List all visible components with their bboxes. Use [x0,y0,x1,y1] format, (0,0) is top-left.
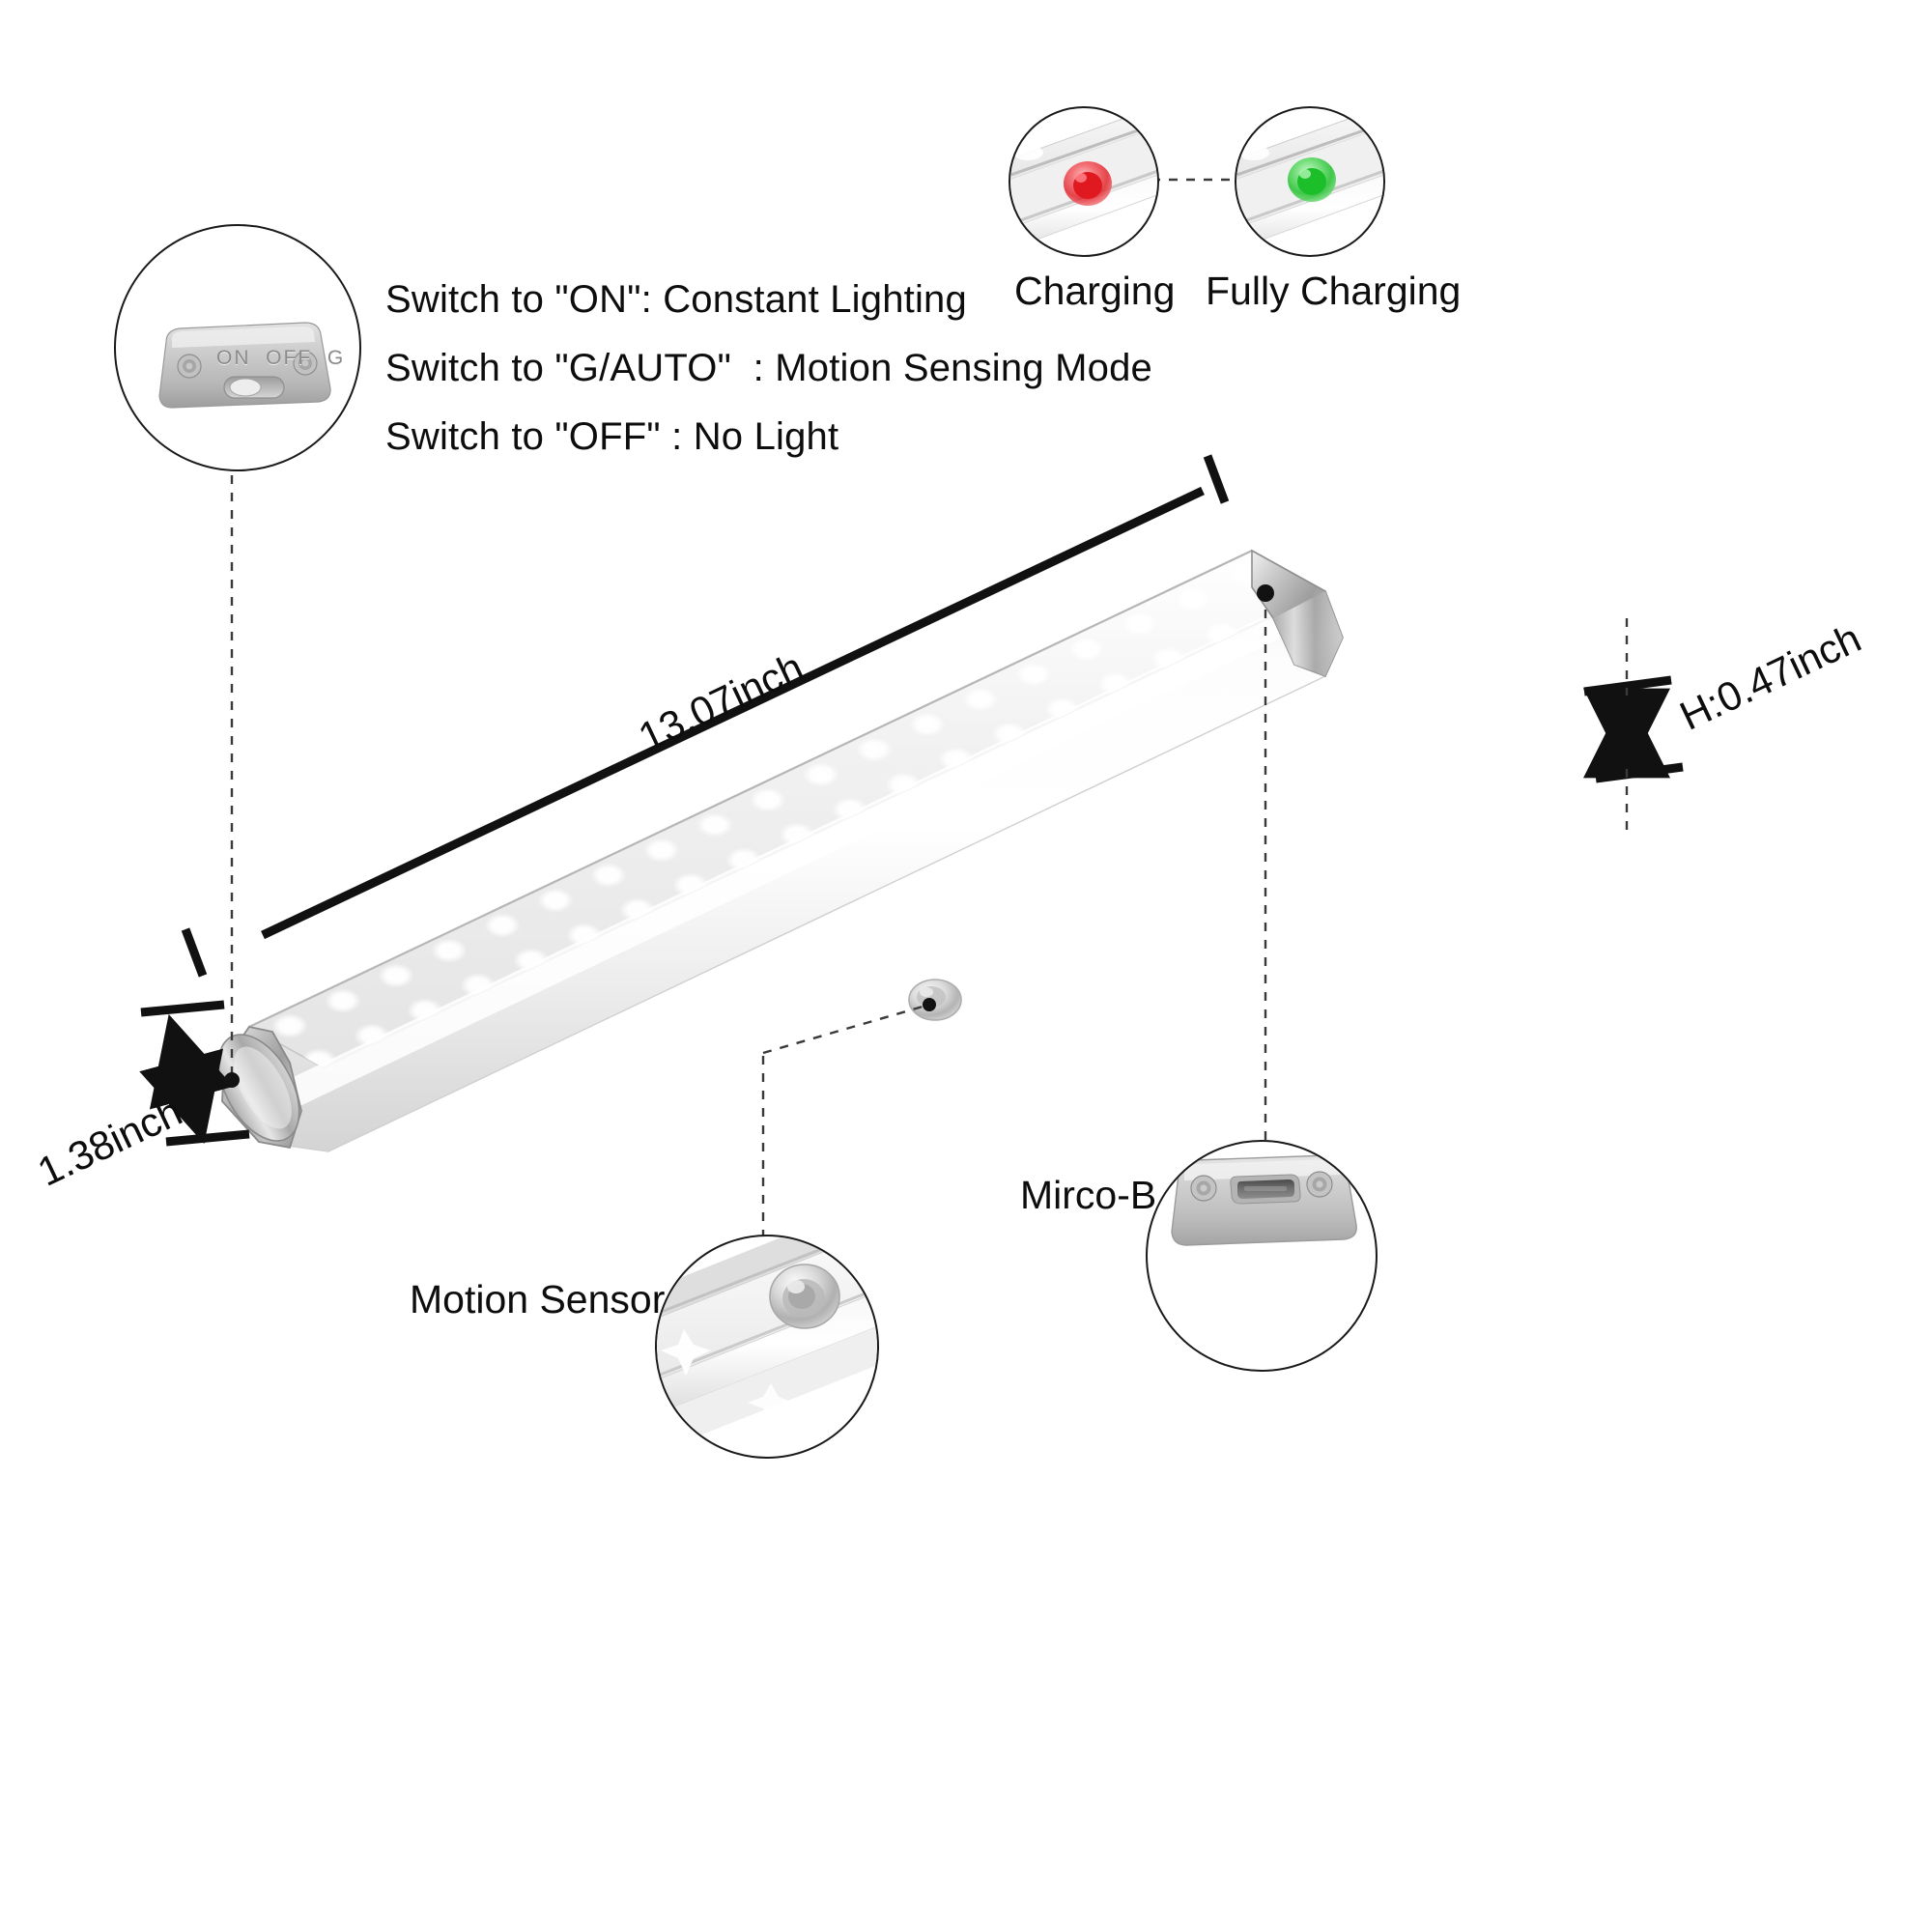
callout-switch: ON OFF G [114,224,361,471]
dimension-length-label: 13.07inch [631,643,810,760]
instruction-line-auto: Switch to "G/AUTO" : Motion Sensing Mode [385,347,1152,389]
callout-micro-b [1146,1140,1378,1372]
leader-dot-left-end [224,1072,240,1088]
product-front-face [221,550,1344,1152]
led-green [1288,157,1336,202]
instruction-line-off: Switch to "OFF" : No Light [385,415,839,458]
motion-sensor-label: Motion Sensor [410,1277,666,1321]
motion-sensor-dome [908,979,962,1021]
switch-markings: ON OFF G [216,347,346,369]
led-red [1064,161,1112,206]
micro-b-label: Mirco-B [1020,1173,1157,1217]
micro-b-port-drawing [1171,1154,1357,1246]
charging-green-drawing [1236,108,1383,250]
charging-green-label: Fully Charging [1206,269,1462,313]
leader-dot-right-end [1257,584,1274,602]
left-end-cap [217,1025,302,1150]
callout-motion-sensor [655,1235,879,1459]
product-led-panel [247,550,1327,1068]
callout-charging-red [1009,106,1159,257]
callout-charging-green [1235,106,1385,257]
charging-red-drawing [1010,108,1157,250]
led-array [271,561,1264,1067]
leader-dot-sensor [923,998,936,1011]
right-end-cap [1251,549,1344,678]
charging-red-label: Charging [1014,269,1176,313]
pir-dome [769,1264,840,1329]
dimension-width-label: 1.38inch [30,1088,189,1195]
switch-detail-drawing [158,322,331,409]
dimension-height-label: H:0.47inch [1672,614,1868,739]
motion-sensor-drawing [657,1236,877,1447]
instruction-line-on: Switch to "ON": Constant Lighting [385,278,967,321]
instruction-block: Switch to "ON": Constant Lighting Switch… [385,278,1152,459]
